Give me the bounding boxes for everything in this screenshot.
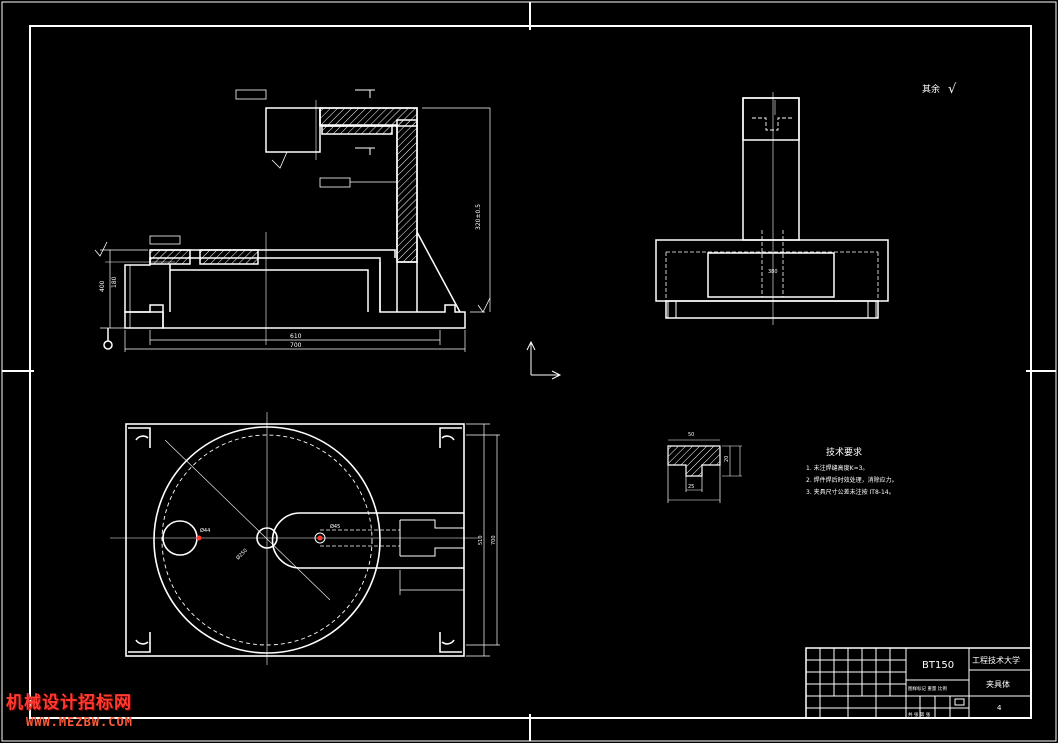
title-drawing-no: BT150 bbox=[922, 660, 954, 671]
side-foot-right bbox=[867, 301, 877, 318]
tol-frame-3 bbox=[149, 235, 181, 245]
section-lines bbox=[667, 465, 721, 503]
dim-top-view-vertical: 320±0.5 bbox=[475, 204, 482, 230]
section-detail bbox=[667, 439, 742, 503]
section-dim-right bbox=[722, 445, 742, 477]
title-school: 工程技术大学 bbox=[972, 655, 1020, 665]
column-lower bbox=[379, 231, 461, 313]
corner-pocket-br bbox=[439, 632, 462, 653]
dim-arm-dia: Ø45 bbox=[330, 523, 340, 530]
top-dim-slot bbox=[399, 570, 465, 598]
dim-section-height: 20 bbox=[724, 456, 730, 462]
top-arm-dashed bbox=[320, 529, 400, 547]
watermark-url: WWW.MEZBW.COM bbox=[26, 715, 133, 729]
corner-pocket-bl bbox=[128, 632, 151, 653]
dim-section-width: 50 bbox=[688, 432, 694, 438]
title-sheet-row: 共 张 第 张 bbox=[908, 711, 931, 718]
axes-symbol bbox=[526, 340, 562, 380]
dim-front-height-1: 180 bbox=[111, 276, 118, 288]
front-dim-left bbox=[100, 249, 148, 329]
column-hatch bbox=[396, 119, 418, 263]
corner-pocket-tr bbox=[439, 427, 462, 448]
front-dim-bottom-1 bbox=[149, 330, 441, 345]
tech-item-3: 3. 夹具尺寸公差未注按 IT8-14。 bbox=[806, 488, 895, 496]
side-hidden-lines bbox=[665, 230, 879, 301]
dim-right-height-2: 700 bbox=[491, 535, 497, 545]
dim-right-height-1: 510 bbox=[478, 535, 484, 545]
tech-title: 技术要求 bbox=[826, 446, 862, 458]
base-hatch-mid bbox=[199, 249, 259, 265]
side-column-top bbox=[742, 97, 800, 141]
side-base-lower bbox=[665, 300, 879, 319]
front-dim-bottom-2 bbox=[124, 330, 466, 352]
section-profile bbox=[667, 445, 721, 477]
front-dim-right bbox=[422, 107, 491, 313]
arm-hatch-top bbox=[319, 107, 418, 127]
side-inner-window bbox=[707, 252, 835, 298]
side-column bbox=[742, 97, 800, 241]
arm-head bbox=[265, 107, 321, 153]
front-view bbox=[94, 89, 491, 352]
top-centerline-diag bbox=[164, 439, 331, 601]
tech-item-2: 2. 焊件焊后时效处理，消除应力。 bbox=[806, 476, 898, 484]
watermark-cn: 机械设计招标网 bbox=[6, 693, 132, 713]
title-sheet: 4 bbox=[997, 704, 1002, 712]
title-scale-row: 图样标记 重量 比例 bbox=[908, 685, 947, 692]
top-dim-right-1 bbox=[466, 423, 490, 657]
side-view bbox=[655, 92, 889, 325]
roughness-label: 其余 bbox=[922, 83, 940, 95]
dim-hole-dia: Ø44 bbox=[200, 527, 210, 534]
base-plate-outline bbox=[124, 257, 466, 329]
tol-frame-2 bbox=[319, 177, 351, 188]
arm-hatch-low bbox=[321, 125, 393, 135]
roughness-mark-2 bbox=[477, 297, 491, 313]
tol-frame-1 bbox=[235, 89, 267, 100]
dim-side-center: 380 bbox=[768, 269, 778, 275]
corner-pocket-tl bbox=[128, 427, 151, 448]
dim-front-length-2: 700 bbox=[290, 342, 302, 349]
title-block bbox=[805, 647, 1032, 719]
flag-2 bbox=[355, 147, 375, 155]
top-arm bbox=[300, 512, 464, 569]
base-plate-lower bbox=[124, 311, 164, 329]
roughness-mark: √ bbox=[948, 82, 957, 97]
dim-front-height-2: 400 bbox=[99, 280, 106, 292]
top-plate bbox=[125, 423, 465, 657]
top-view bbox=[110, 412, 500, 665]
flag-1 bbox=[355, 89, 375, 98]
title-part-name: 夹具体 bbox=[986, 679, 1010, 689]
tech-item-1: 1. 未注焊缝高度K=3。 bbox=[806, 464, 868, 472]
side-slot bbox=[752, 117, 792, 131]
side-foot-left bbox=[667, 301, 677, 318]
roughness-mark-3 bbox=[271, 151, 288, 169]
dim-front-length-1: 610 bbox=[290, 333, 302, 340]
base-inner-step bbox=[169, 264, 369, 312]
roughness-mark-1 bbox=[94, 241, 108, 257]
dim-detail-width: 25 bbox=[688, 484, 694, 490]
section-dim-bottom bbox=[668, 489, 720, 501]
base-top bbox=[150, 249, 396, 258]
top-arm-round bbox=[271, 512, 301, 569]
top-dim-right-2 bbox=[466, 434, 500, 646]
top-view-marks bbox=[196, 535, 323, 541]
dim-arc-dia: Ø250 bbox=[234, 547, 248, 561]
datum-circle bbox=[103, 340, 113, 350]
